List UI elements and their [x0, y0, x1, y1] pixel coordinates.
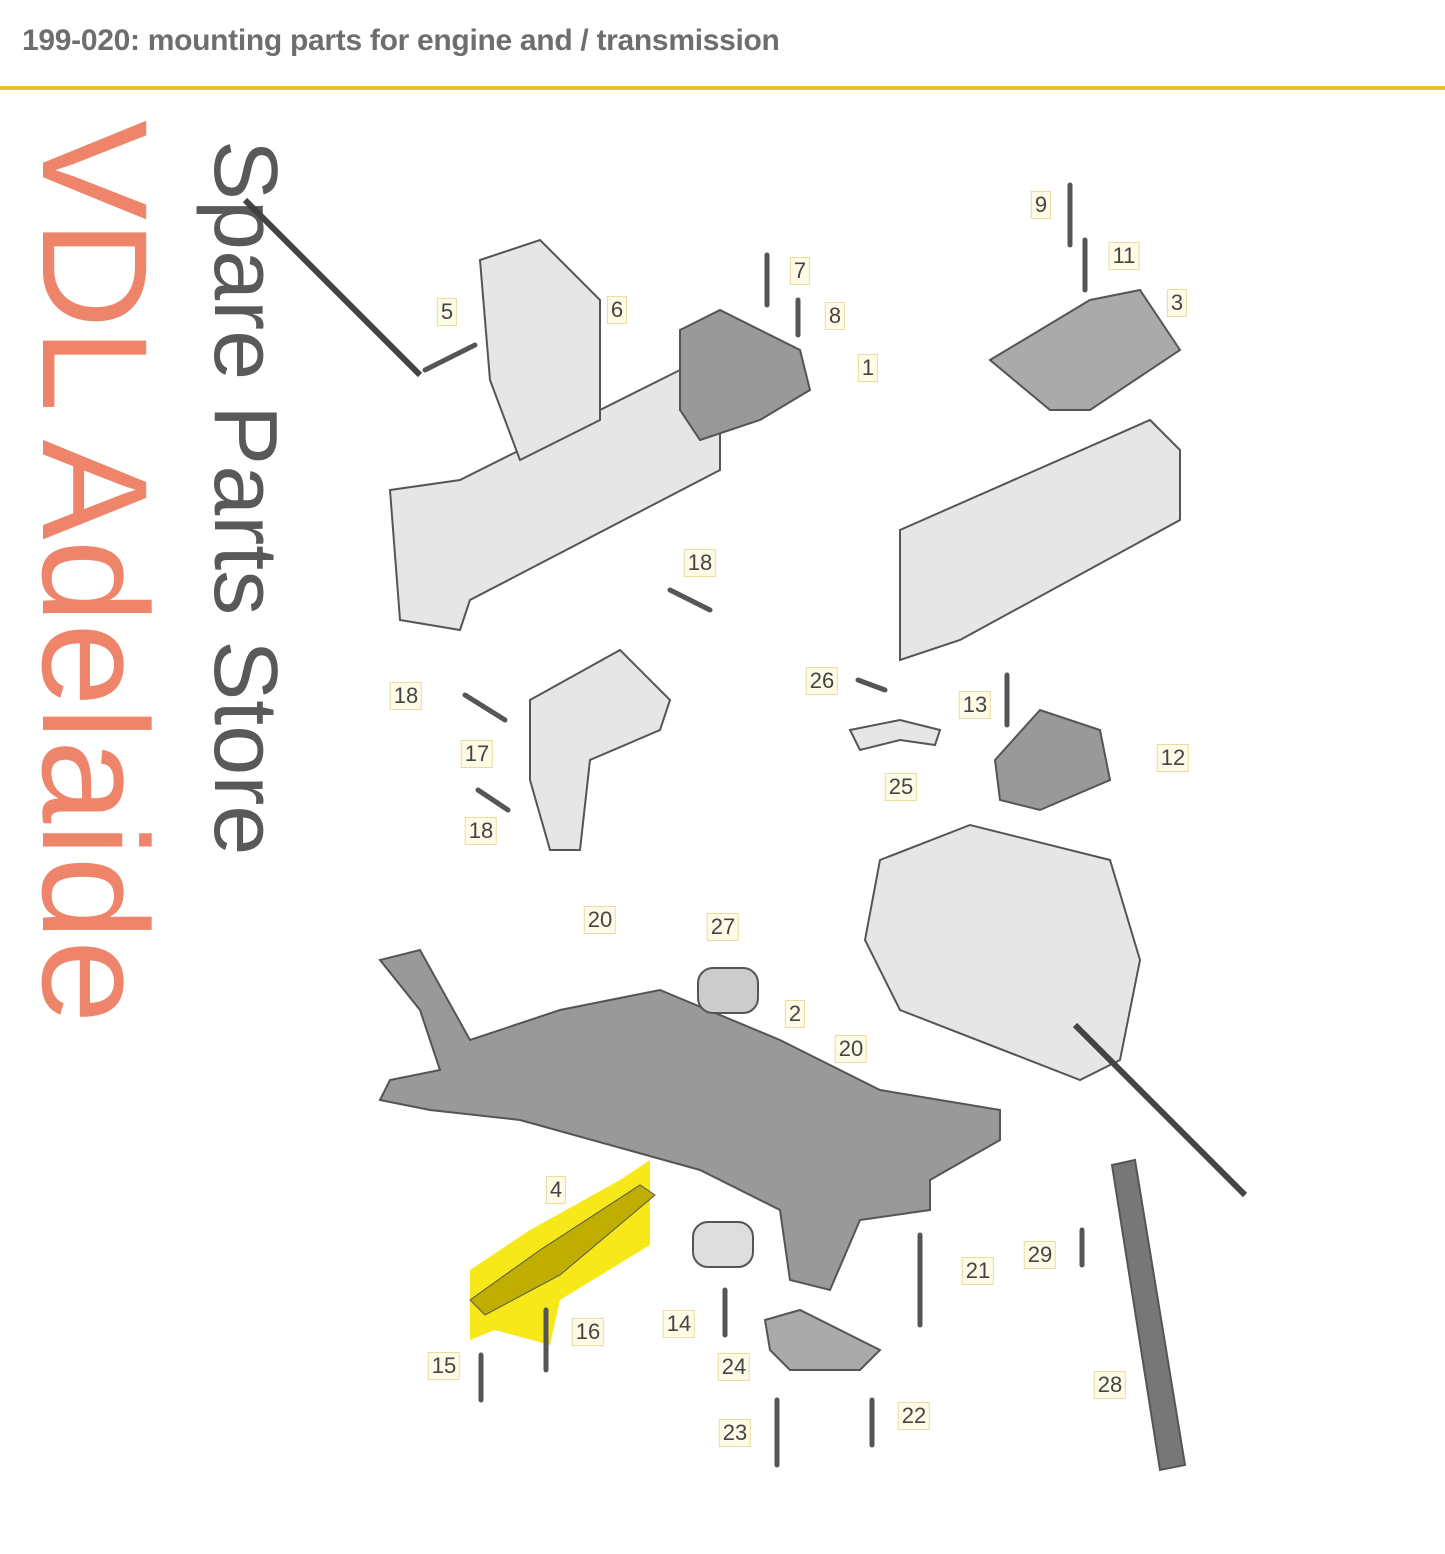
callout-16[interactable]: 16 [571, 1318, 605, 1346]
callout-15[interactable]: 15 [427, 1352, 461, 1380]
callout-22[interactable]: 22 [897, 1402, 931, 1430]
callout-6[interactable]: 6 [606, 296, 628, 324]
left-bracket [478, 238, 601, 462]
callout-21[interactable]: 21 [961, 1257, 995, 1285]
callout-2[interactable]: 2 [784, 1000, 806, 1028]
callout-24[interactable]: 24 [717, 1353, 751, 1381]
callout-7[interactable]: 7 [789, 257, 811, 285]
pendulum-support-4 [469, 1184, 656, 1316]
callout-5[interactable]: 5 [436, 298, 458, 326]
callout-23[interactable]: 23 [718, 1419, 752, 1447]
callout-20[interactable]: 20 [834, 1035, 868, 1063]
callout-25[interactable]: 25 [884, 773, 918, 801]
callout-18[interactable]: 18 [464, 817, 498, 845]
callout-29[interactable]: 29 [1023, 1241, 1057, 1269]
callout-13[interactable]: 13 [958, 691, 992, 719]
bracket-24 [763, 1308, 882, 1371]
bushing-27 [697, 967, 759, 1014]
callout-4[interactable]: 4 [545, 1176, 567, 1204]
callout-27[interactable]: 27 [706, 913, 740, 941]
callout-20[interactable]: 20 [583, 906, 617, 934]
exploded-view-illustration [242, 182, 1248, 1472]
gearbox [863, 823, 1142, 1082]
watermark-bars [242, 197, 1248, 1198]
bracket-17 [529, 648, 672, 851]
callout-9[interactable]: 9 [1030, 191, 1052, 219]
callout-12[interactable]: 12 [1156, 744, 1190, 772]
subframe [378, 948, 1001, 1292]
strap-28 [1110, 1158, 1187, 1472]
parts-diagram: VDL Adelaide Spare Parts Store [0, 90, 1445, 1554]
page-header: 199-020: mounting parts for engine and /… [0, 0, 1445, 90]
callout-11[interactable]: 11 [1108, 242, 1140, 270]
callout-28[interactable]: 28 [1093, 1371, 1127, 1399]
callout-18[interactable]: 18 [389, 682, 423, 710]
engine-mount [679, 308, 812, 442]
callout-26[interactable]: 26 [805, 667, 839, 695]
callout-3[interactable]: 3 [1166, 289, 1188, 317]
callout-18[interactable]: 18 [683, 549, 717, 577]
callout-1[interactable]: 1 [857, 354, 879, 382]
page-title: 199-020: mounting parts for engine and /… [22, 24, 780, 57]
mount-12 [993, 708, 1112, 812]
callout-14[interactable]: 14 [662, 1310, 696, 1338]
callout-8[interactable]: 8 [824, 302, 846, 330]
transmission-mount [988, 288, 1182, 411]
bushing [692, 1221, 754, 1268]
bolts [422, 182, 1088, 1468]
callout-17[interactable]: 17 [460, 740, 494, 768]
bracket-25 [848, 718, 942, 752]
right-side-member [899, 418, 1181, 662]
